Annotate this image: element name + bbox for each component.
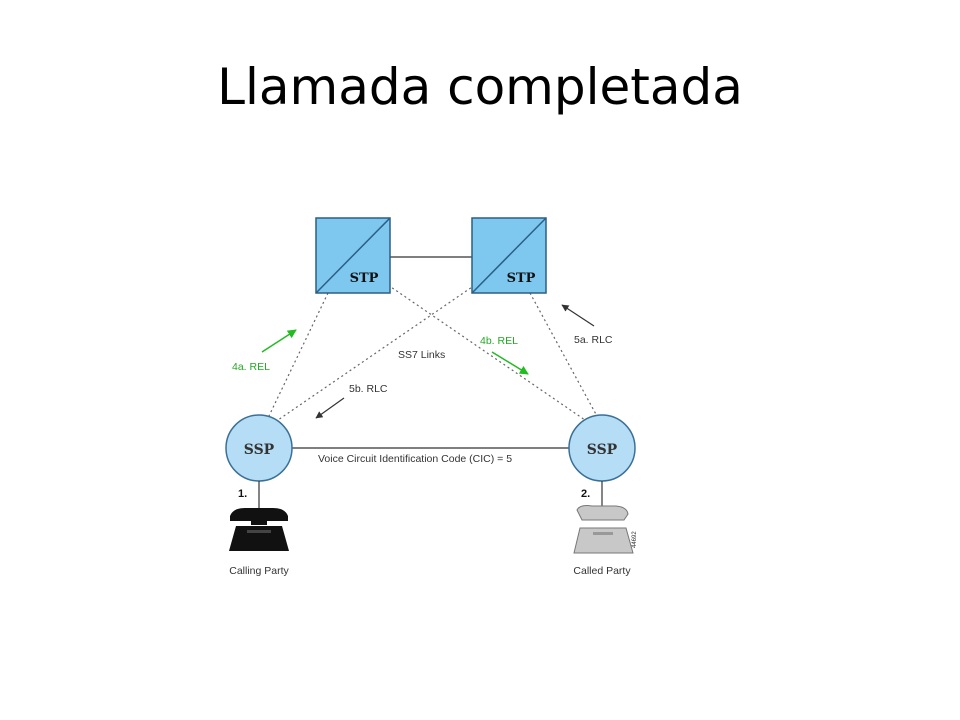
stp-left-node: STP (315, 217, 391, 294)
step-2-label: 2. (581, 488, 590, 500)
arrow-4b-rel (491, 351, 529, 375)
stp-right-label: STP (507, 271, 536, 286)
label-called-party: Called Party (573, 565, 631, 577)
label-voice-circuit: Voice Circuit Identification Code (CIC) … (318, 453, 512, 465)
arrow-5a-rlc (561, 304, 595, 327)
ss7-links (267, 284, 599, 421)
telephone-off-hook-icon (573, 505, 634, 554)
step-1-label: 1. (238, 488, 247, 500)
ssp-left-label: SSP (244, 442, 275, 458)
stp-right-node: STP (471, 217, 547, 294)
label-calling-party: Calling Party (229, 565, 289, 577)
label-4a-rel: 4a. REL (232, 361, 270, 373)
link-stp-left-ssp-left (267, 292, 329, 419)
label-4b-rel: 4b. REL (480, 335, 518, 347)
label-5b-rlc: 5b. RLC (349, 383, 388, 395)
telephone-on-hook-icon (229, 508, 289, 551)
figure-id: 44692 (632, 531, 638, 548)
ssp-left-node: SSP (225, 414, 293, 482)
ssp-right-node: SSP (568, 414, 636, 482)
ssp-right-label: SSP (587, 442, 618, 458)
slide-title: Llamada completada (217, 58, 743, 116)
arrow-5b-rlc (315, 397, 345, 419)
link-stp-right-ssp-right (529, 292, 599, 419)
arrow-4a-rel (261, 329, 297, 353)
link-stp-right-ssp-left (277, 284, 476, 421)
stp-left-label: STP (350, 271, 379, 286)
label-5a-rlc: 5a. RLC (574, 334, 613, 346)
label-ss7-links: SS7 Links (398, 349, 445, 361)
